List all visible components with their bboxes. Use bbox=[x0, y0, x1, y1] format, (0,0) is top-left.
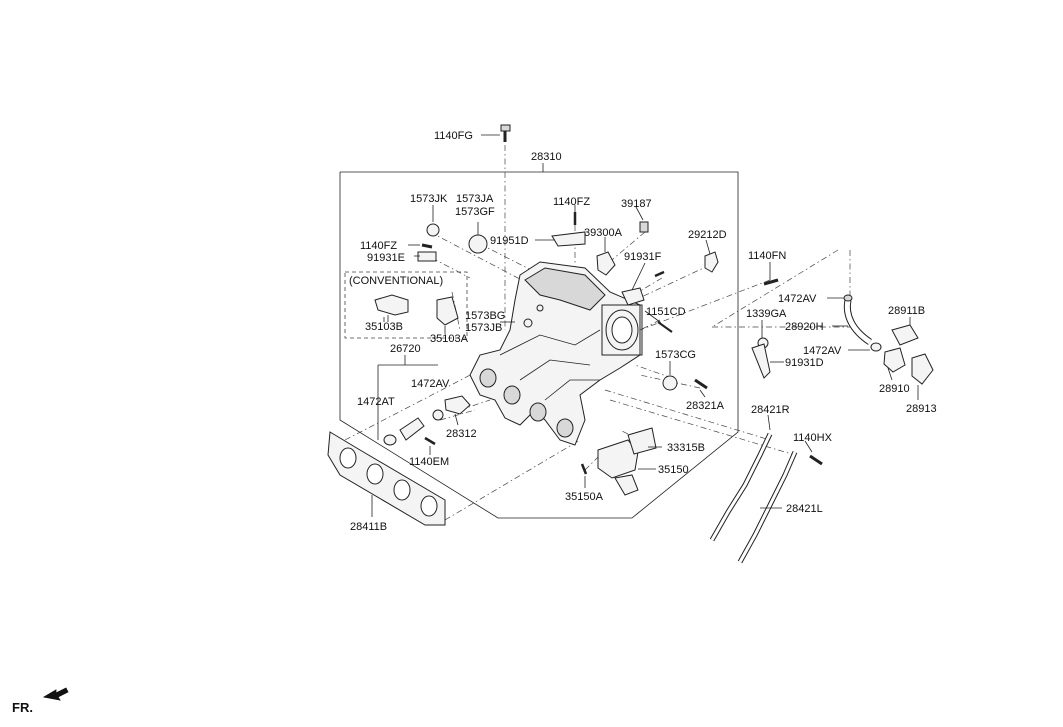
label-28920h: 28920H bbox=[785, 321, 824, 333]
label-1140fn: 1140FN bbox=[748, 250, 786, 262]
label-28421r: 28421R bbox=[751, 404, 790, 416]
label-1140hx: 1140HX bbox=[793, 432, 833, 444]
label-1140fz-top: 1140FZ bbox=[553, 196, 590, 208]
label-28910: 28910 bbox=[879, 383, 910, 395]
conventional-box bbox=[344, 271, 468, 339]
label-1573ja: 1573JA bbox=[456, 193, 494, 205]
label-33315b: 33315B bbox=[667, 442, 705, 454]
gasket-28411b bbox=[327, 431, 446, 526]
label-91931d: 91931D bbox=[785, 357, 824, 369]
label-35150a: 35150A bbox=[565, 491, 604, 503]
label-1140fg: 1140FG bbox=[434, 130, 473, 142]
arrow-icon bbox=[42, 687, 69, 701]
label-1573bg: 1573BG bbox=[465, 310, 505, 322]
label-35103b: 35103B bbox=[365, 321, 403, 333]
label-1472av-b: 1472AV bbox=[411, 378, 450, 390]
label-1140em: 1140EM bbox=[409, 456, 449, 468]
label-1472av-c: 1472AV bbox=[803, 345, 842, 357]
part-labels: 1140FG 28310 1573JK 1573JA 1573GF 1140FZ… bbox=[349, 130, 937, 533]
intake-manifold bbox=[469, 261, 643, 446]
label-39187: 39187 bbox=[621, 198, 652, 210]
label-leaders bbox=[371, 134, 919, 517]
label-91931f: 91931F bbox=[624, 251, 662, 263]
label-1339ga: 1339GA bbox=[746, 308, 787, 320]
label-conventional: (CONVENTIONAL) bbox=[349, 275, 443, 287]
label-26720: 26720 bbox=[390, 343, 421, 355]
label-91931e: 91931E bbox=[367, 252, 405, 264]
label-39300a: 39300A bbox=[584, 227, 623, 239]
front-direction-marker: FR. bbox=[12, 687, 69, 715]
label-1573jk: 1573JK bbox=[410, 193, 448, 205]
label-1573jb: 1573JB bbox=[465, 322, 502, 334]
label-35150: 35150 bbox=[658, 464, 689, 476]
label-28312: 28312 bbox=[446, 428, 477, 440]
label-28913: 28913 bbox=[906, 403, 937, 415]
label-91951d: 91951D bbox=[490, 235, 529, 247]
label-1151cd: 1151CD bbox=[646, 306, 686, 318]
label-1573cg: 1573CG bbox=[655, 349, 696, 361]
label-1573gf: 1573GF bbox=[455, 206, 495, 218]
manifold-assembly-outline bbox=[339, 171, 739, 519]
label-29212d: 29212D bbox=[688, 229, 727, 241]
label-1472at: 1472AT bbox=[357, 396, 395, 408]
label-28321a: 28321A bbox=[686, 400, 725, 412]
label-1472av-a: 1472AV bbox=[778, 293, 817, 305]
label-1140fz-left: 1140FZ bbox=[360, 240, 397, 252]
label-fr: FR. bbox=[12, 700, 33, 715]
small-parts bbox=[374, 124, 934, 564]
label-28310: 28310 bbox=[531, 151, 562, 163]
label-28421l: 28421L bbox=[786, 503, 823, 515]
label-35103a: 35103A bbox=[430, 333, 469, 345]
label-28411b: 28411B bbox=[350, 521, 387, 533]
label-28911b: 28911B bbox=[888, 305, 925, 317]
